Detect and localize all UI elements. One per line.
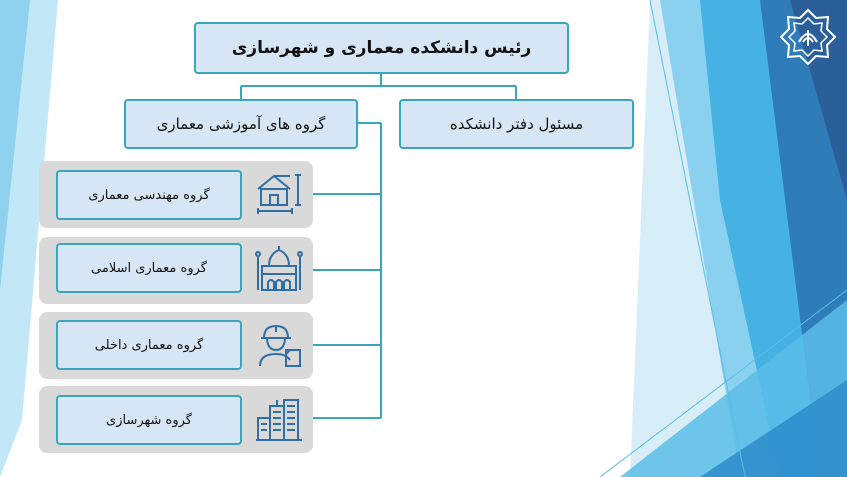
group-label: گروه معماری اسلامی [91, 260, 207, 276]
university-emblem-icon [779, 8, 837, 66]
city-buildings-icon [256, 399, 302, 441]
house-blueprint-icon [257, 174, 301, 214]
office-manager-box: مسئول دفتر دانشکده [399, 99, 634, 149]
group-label: گروه مهندسی معماری [88, 187, 210, 203]
group-box-islamic-architecture: گروه معماری اسلامی [56, 243, 242, 293]
group-label: گروه شهرسازی [106, 412, 192, 428]
group-box-urbanism: گروه شهرسازی [56, 395, 242, 445]
group-label: گروه معماری داخلی [94, 337, 204, 353]
group-box-interior-architecture: گروه معماری داخلی [56, 320, 242, 370]
architect-helmet-icon [259, 324, 301, 367]
office-manager-label: مسئول دفتر دانشکده [449, 115, 584, 133]
dean-label: رئیس دانشکده معماری و شهرسازی [231, 38, 532, 58]
group-box-architecture-engineering: گروه مهندسی معماری [56, 170, 242, 220]
mosque-icon [255, 246, 303, 291]
departments-label: گروه های آموزشی معماری [156, 115, 326, 133]
dean-box: رئیس دانشکده معماری و شهرسازی [194, 22, 569, 74]
departments-box: گروه های آموزشی معماری [124, 99, 358, 149]
